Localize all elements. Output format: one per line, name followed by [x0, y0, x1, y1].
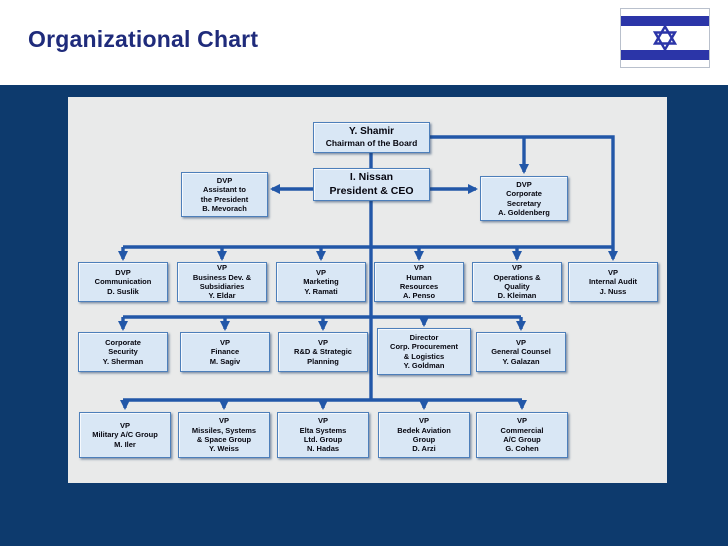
org-box-line: A/C Group — [503, 435, 541, 444]
org-box-line: I. Nissan — [349, 170, 394, 183]
org-box-line: Resources — [399, 282, 439, 291]
org-box-line: N. Hadas — [306, 444, 340, 454]
org-box-line: Operations & — [493, 272, 541, 282]
org-box-line: VP — [516, 416, 527, 426]
org-box-line: Y. Sherman — [102, 356, 144, 366]
org-box-line: VP — [317, 416, 328, 426]
org-box-line: D. Arzi — [412, 444, 436, 454]
org-box-line: D. Kleiman — [497, 291, 537, 301]
org-box-line: VP — [317, 337, 328, 347]
org-box-line: DVP — [216, 175, 233, 185]
org-box-line: D. Suslik — [107, 286, 139, 296]
org-box-line: & Logistics — [403, 351, 445, 361]
org-box-line: Military A/C Group — [92, 430, 158, 440]
org-box-line: VP — [413, 263, 424, 273]
org-box-line: VP — [418, 416, 429, 426]
org-box-line: A. Goldenberg — [498, 207, 550, 217]
org-box-line: Missiles, Systems — [191, 425, 257, 435]
page-title: Organizational Chart — [28, 26, 259, 52]
org-box-line: Chairman of the Board — [325, 138, 418, 149]
org-box-line: Planning — [307, 356, 339, 366]
org-box-line: M. Sagiv — [209, 356, 241, 366]
org-box-line: J. Nuss — [599, 286, 627, 296]
star-of-david-icon — [652, 24, 678, 52]
org-box-line: Y. Goldman — [403, 360, 445, 370]
org-box-line: Y. Eldar — [208, 291, 236, 301]
org-box-line: VP — [515, 337, 526, 347]
org-box-line: VP — [607, 267, 618, 277]
org-box-line: Y. Weiss — [209, 444, 239, 454]
org-box-line: Elta Systems — [299, 425, 347, 435]
org-box-line: VP — [218, 416, 229, 426]
org-box-line: & Space Group — [196, 435, 252, 444]
org-box-line: Internal Audit — [588, 277, 638, 287]
org-box-line: Corporate — [506, 189, 542, 199]
org-box-line: Bedek Aviation — [397, 425, 451, 435]
org-box-line: Communication — [94, 277, 152, 287]
org-box-line: Quality — [504, 282, 530, 291]
org-box-line: the President — [200, 194, 249, 204]
org-box-line: DVP — [115, 267, 131, 277]
org-box-line: Marketing — [303, 277, 339, 287]
org-box-line: VP — [219, 337, 230, 347]
org-box-line: DVP — [516, 179, 532, 189]
org-box-line: Commercial — [500, 425, 544, 435]
org-box-line: VP — [119, 420, 130, 430]
org-box-line: G. Cohen — [505, 444, 539, 454]
israel-flag-icon — [620, 8, 710, 68]
org-box-line: Corporate — [105, 337, 141, 347]
org-box-line: Director — [409, 332, 439, 342]
org-box-line: VP — [511, 263, 522, 273]
org-box-line: M. Iler — [114, 439, 136, 449]
israel-flag-graphic — [621, 9, 709, 67]
org-box-line: A. Penso — [402, 291, 436, 301]
org-box-line: Y. Ramati — [304, 286, 338, 296]
org-box-line: Assistant to — [203, 185, 246, 195]
org-box-line: Y. Shamir — [348, 125, 395, 137]
org-box-line: VP — [216, 263, 227, 273]
org-box-line: Subsidiaries — [199, 282, 245, 291]
org-box-line: Security — [108, 347, 138, 357]
org-box-line: General Counsel — [491, 347, 551, 357]
org-box-line: Secretary — [506, 198, 542, 208]
org-box-line: B. Mevorach — [202, 203, 247, 213]
org-box-line: President & CEO — [329, 184, 414, 197]
org-box-line: VP — [315, 267, 326, 277]
org-box-line: Group — [412, 435, 436, 444]
org-box-line: Business Dev. & — [192, 272, 252, 282]
org-box-line: Ltd. Group — [303, 435, 343, 444]
org-box-line: Y. Galazan — [502, 356, 540, 366]
org-box-line: Human — [406, 272, 432, 282]
org-box-line: R&D & Strategic — [294, 347, 352, 357]
org-box-line: Finance — [210, 347, 240, 357]
org-box-line: Corp. Procurement — [390, 342, 458, 352]
